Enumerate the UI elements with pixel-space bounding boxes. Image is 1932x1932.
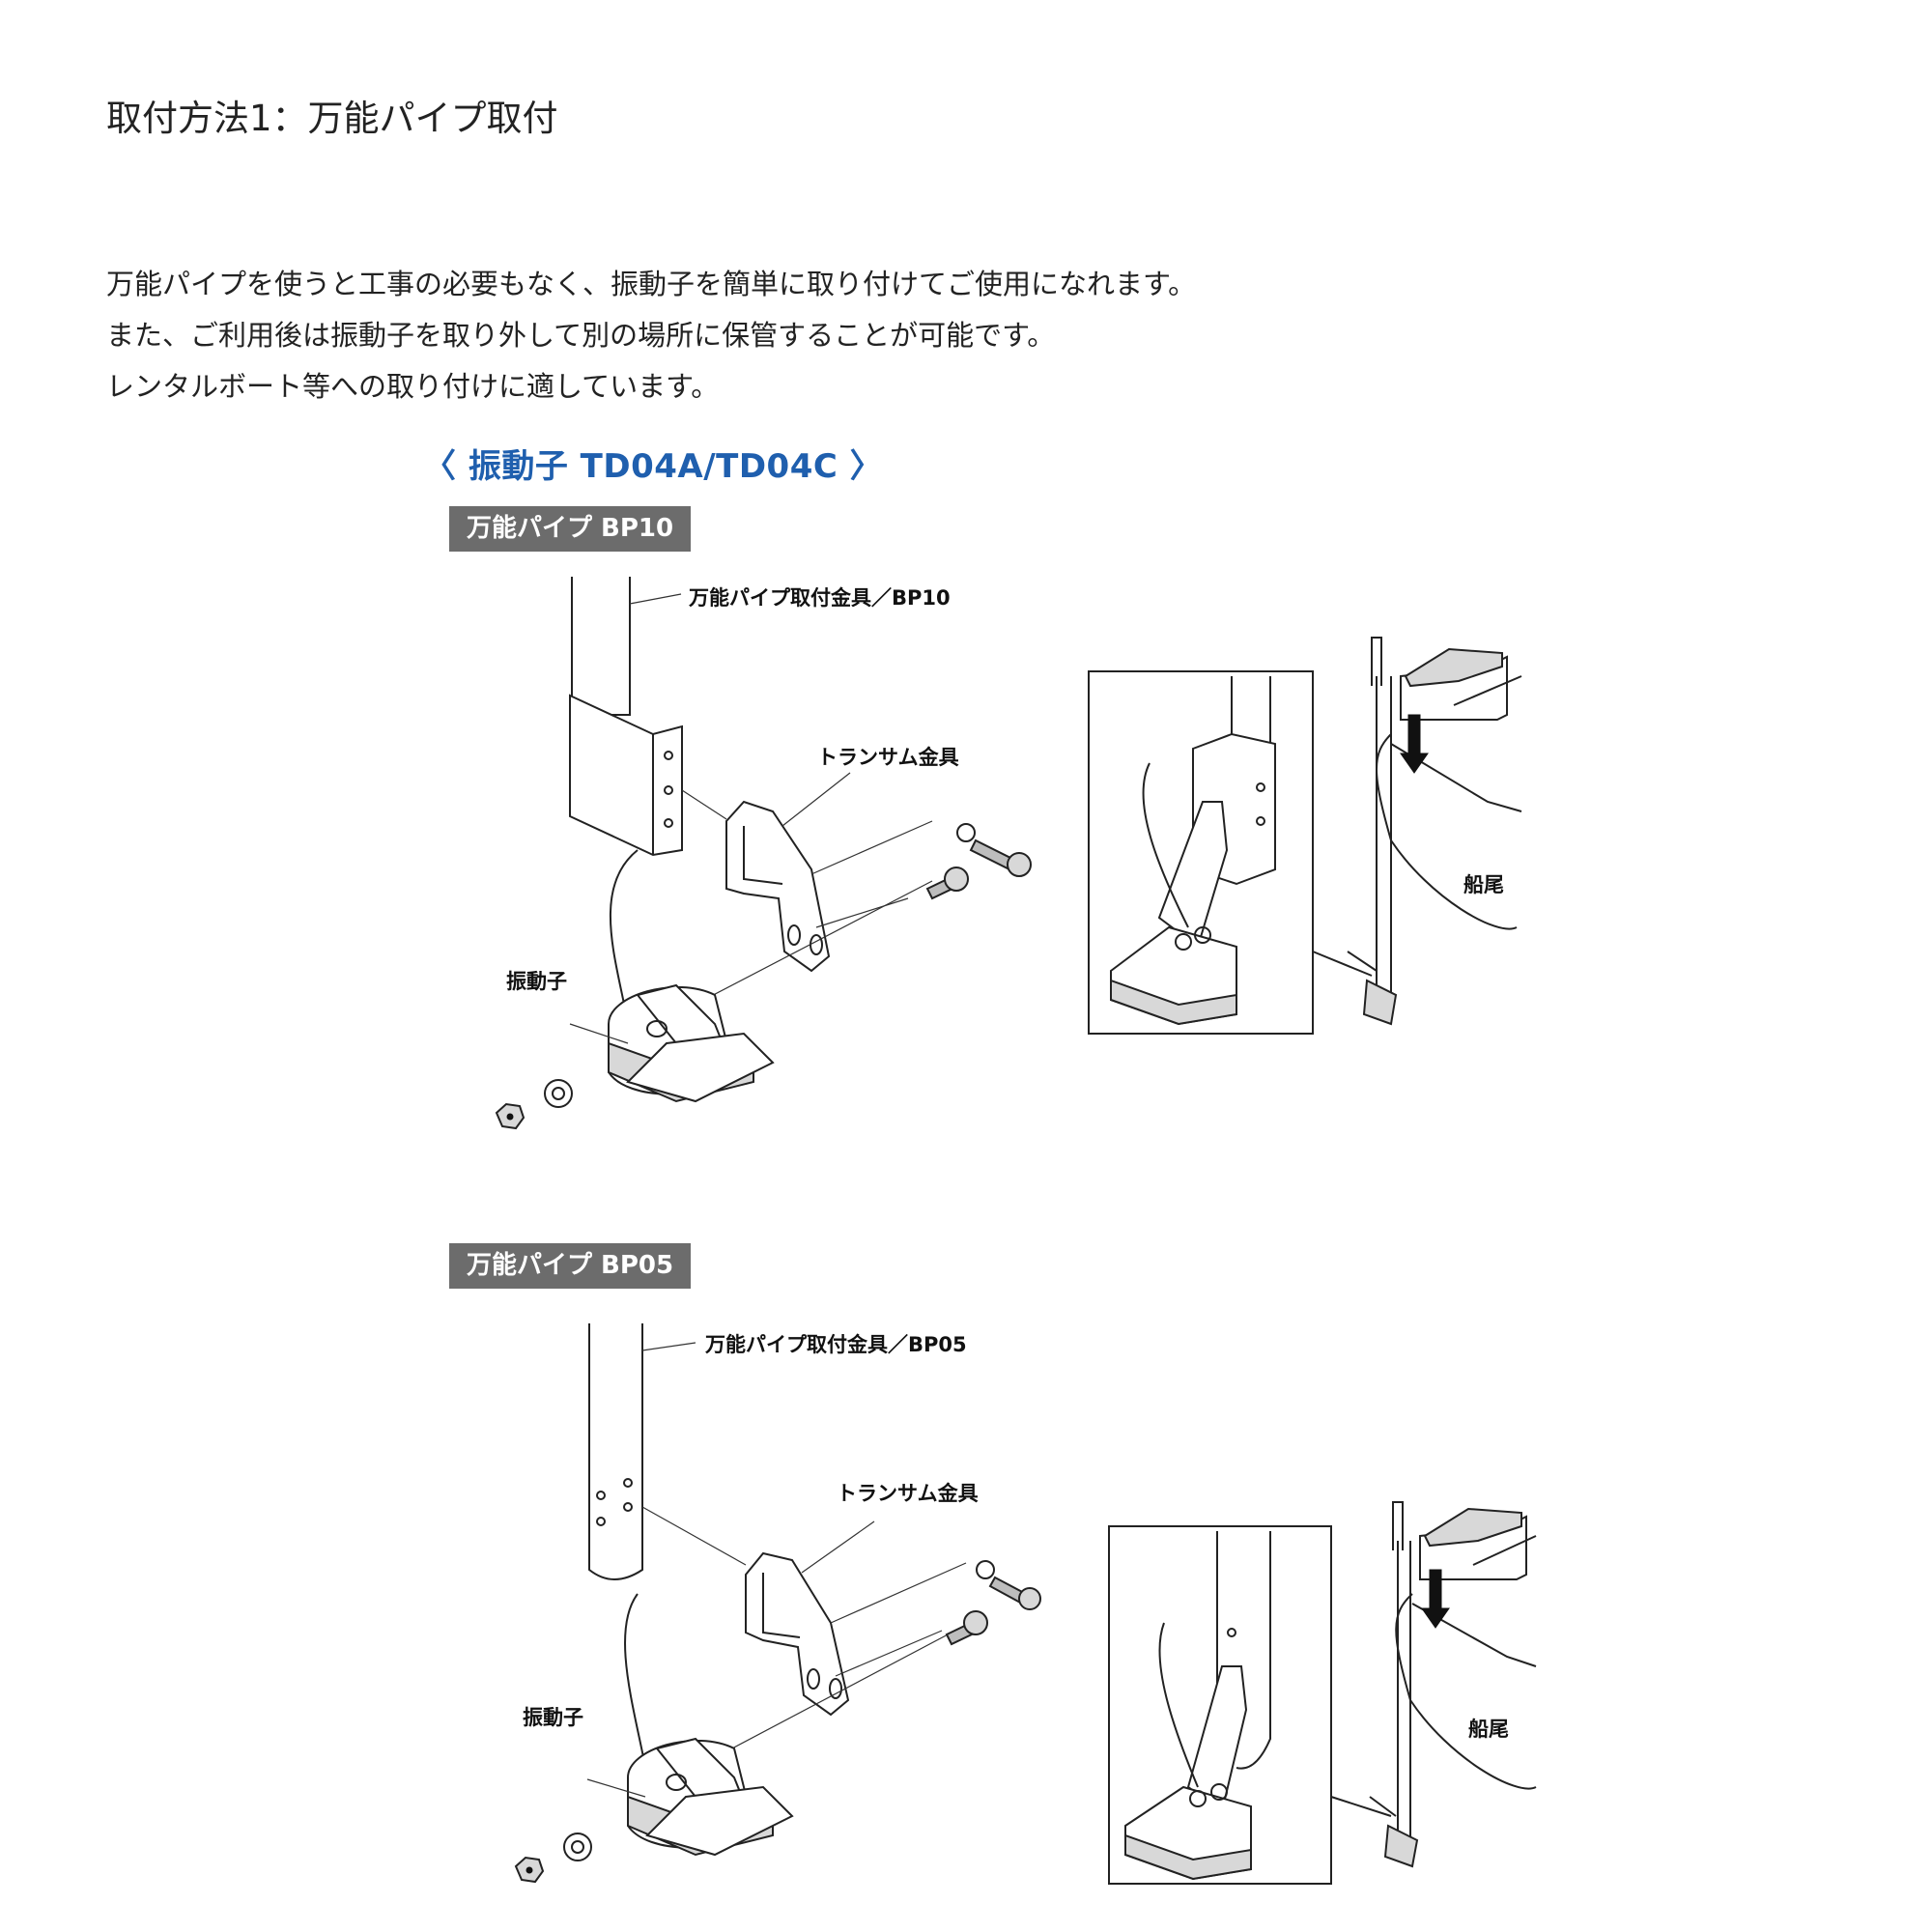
- intro-line-1: 万能パイプを使うと工事の必要もなく、振動子を簡単に取り付けてご使用になれます。: [106, 268, 1197, 300]
- intro-line-3: レンタルボート等への取り付けに適しています。: [106, 370, 720, 403]
- bp05-stern-view: [1369, 1501, 1537, 1868]
- bp05-inset: [1108, 1525, 1392, 1885]
- bp10-exploded-view: [495, 577, 1032, 1130]
- bp10-transducer: [608, 849, 775, 1103]
- bp05-bracket-label: 万能パイプ取付金具／BP05: [705, 1333, 967, 1356]
- bp05-stern-label: 船尾: [1468, 1718, 1509, 1741]
- bp05-screw: [976, 1560, 1041, 1610]
- bp05-bolt: [945, 1610, 988, 1646]
- bp10-stern-view: [1347, 637, 1522, 1026]
- page-title: 取付方法1：万能パイプ取付: [106, 98, 558, 139]
- bp05-badge: 万能パイプ BP05: [449, 1243, 692, 1289]
- bp05-transom-plate: [745, 1551, 850, 1717]
- bp05-pipe: [588, 1323, 643, 1580]
- bp10-nut-washer: [495, 1079, 573, 1130]
- bp10-screw: [956, 823, 1032, 877]
- bp10-badge: 万能パイプ BP10: [449, 506, 692, 552]
- bp10-transom-plate: [725, 800, 831, 973]
- intro-text: 万能パイプを使うと工事の必要もなく、振動子を簡単に取り付けてご使用になれます。 …: [106, 259, 1196, 412]
- bp05-transom-label: トランサム金具: [837, 1482, 979, 1505]
- bp05-exploded-view: [514, 1323, 1041, 1884]
- bp05-nut-washer: [514, 1833, 592, 1884]
- bp10-inset: [1088, 670, 1373, 1035]
- bp10-stern-label: 船尾: [1463, 873, 1504, 896]
- bp10-bolt: [925, 867, 969, 900]
- figure-heading: 〈 振動子 TD04A/TD04C 〉: [423, 447, 884, 486]
- bp10-bracket-label: 万能パイプ取付金具／BP10: [689, 586, 951, 610]
- bp10-transducer-label: 振動子: [506, 970, 567, 993]
- intro-line-2: また、ご利用後は振動子を取り外して別の場所に保管することが可能です。: [106, 319, 1056, 352]
- bp05-transducer-label: 振動子: [523, 1706, 583, 1729]
- bp10-bracket: [569, 694, 683, 857]
- bp10-pipe: [571, 577, 631, 716]
- bp05-transducer: [624, 1593, 794, 1857]
- bp10-transom-label: トランサム金具: [817, 746, 959, 769]
